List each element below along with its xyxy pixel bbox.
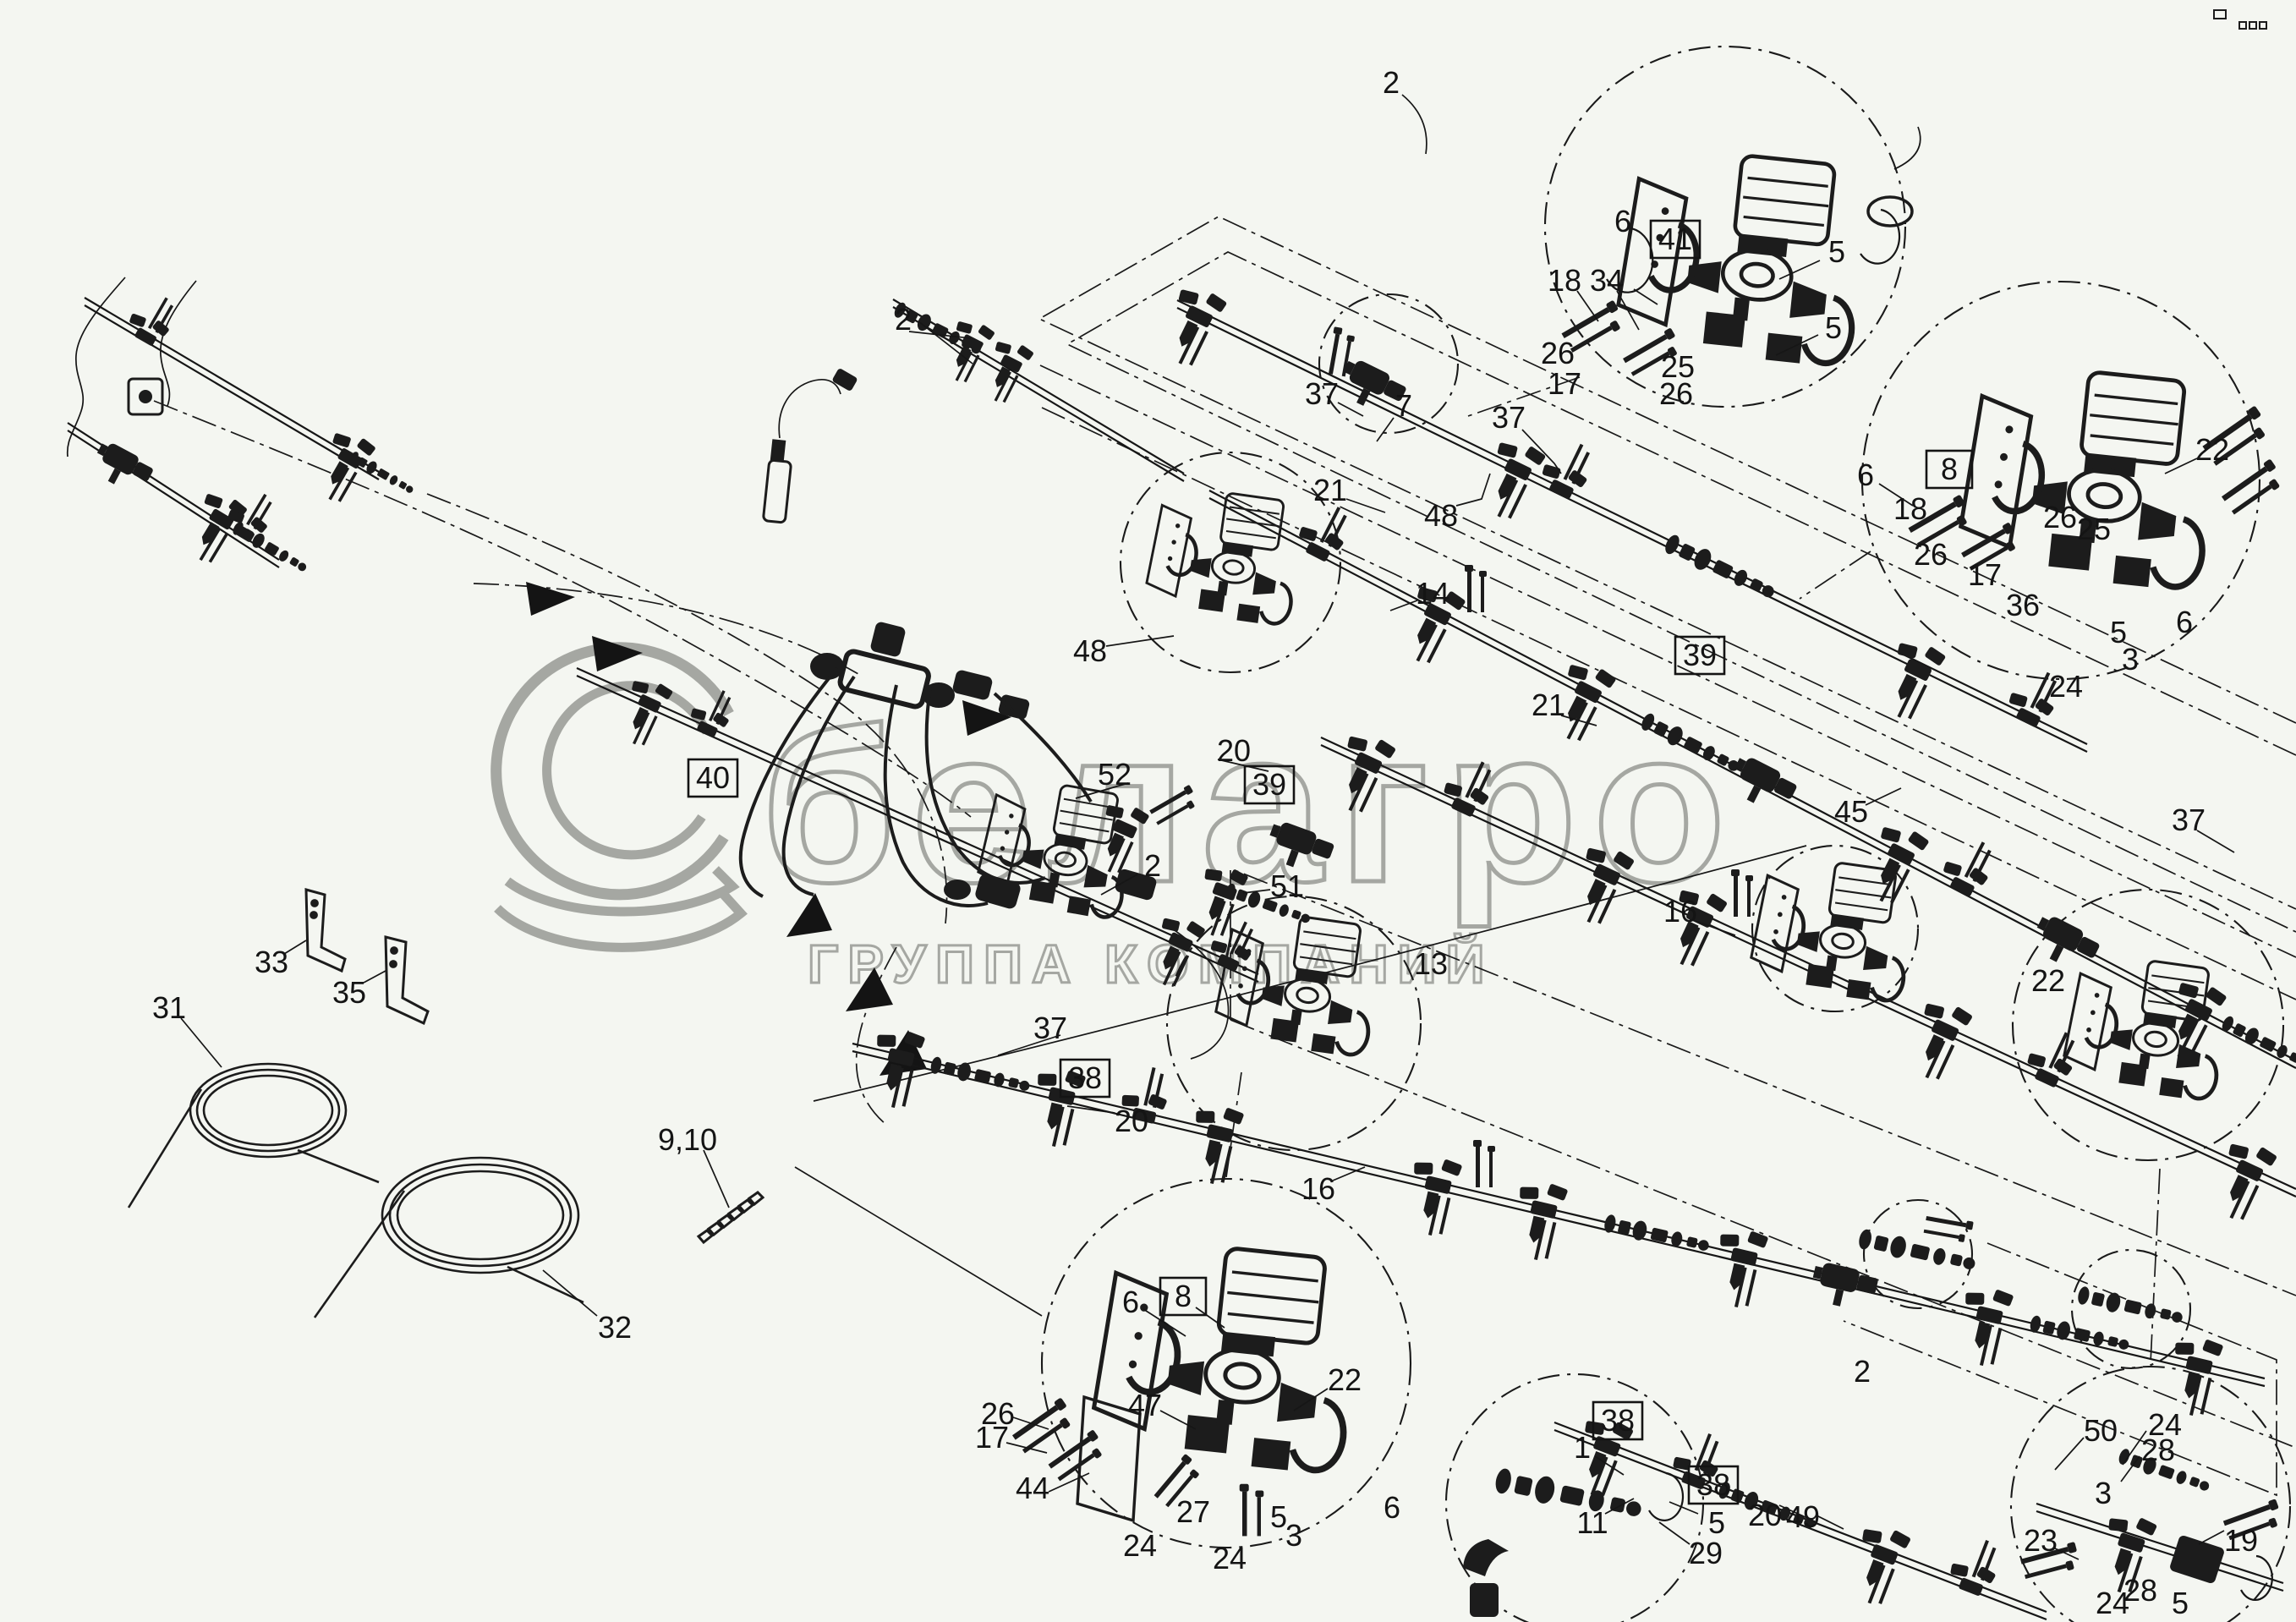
svg-text:34: 34 <box>1590 263 1624 298</box>
svg-text:5: 5 <box>2110 615 2127 649</box>
svg-text:8: 8 <box>1175 1279 1192 1313</box>
svg-text:24: 24 <box>2049 669 2083 704</box>
svg-text:44: 44 <box>1016 1471 1049 1505</box>
svg-text:26: 26 <box>1659 376 1693 411</box>
svg-text:25: 25 <box>2077 512 2111 546</box>
svg-text:20: 20 <box>1217 733 1251 768</box>
svg-text:7: 7 <box>1395 388 1412 423</box>
svg-text:21: 21 <box>1532 688 1565 722</box>
svg-text:51: 51 <box>1270 869 1304 903</box>
svg-text:45: 45 <box>1834 794 1868 829</box>
svg-text:20: 20 <box>1748 1498 1782 1532</box>
svg-text:26: 26 <box>1541 336 1575 370</box>
svg-text:22: 22 <box>1328 1362 1362 1397</box>
svg-text:52: 52 <box>1098 757 1132 792</box>
svg-text:49: 49 <box>1786 1499 1820 1534</box>
svg-text:37: 37 <box>2172 803 2206 837</box>
svg-text:6: 6 <box>1384 1490 1400 1525</box>
svg-text:5: 5 <box>1825 310 1842 345</box>
svg-text:9,10: 9,10 <box>658 1122 717 1157</box>
svg-text:17: 17 <box>1968 557 2002 592</box>
svg-text:5: 5 <box>1828 234 1845 269</box>
svg-text:5: 5 <box>2172 1586 2189 1620</box>
svg-text:36: 36 <box>2006 588 2040 622</box>
svg-text:24: 24 <box>1213 1541 1247 1575</box>
svg-text:1: 1 <box>1574 1430 1591 1465</box>
svg-text:22: 22 <box>2195 432 2229 467</box>
svg-text:37: 37 <box>1492 400 1526 435</box>
svg-text:38: 38 <box>1696 1467 1730 1502</box>
svg-text:18: 18 <box>1893 491 1927 526</box>
svg-text:24: 24 <box>1123 1528 1157 1563</box>
svg-text:5: 5 <box>1270 1499 1287 1534</box>
svg-text:37: 37 <box>1305 376 1339 411</box>
svg-text:26: 26 <box>2043 500 2077 534</box>
svg-text:6: 6 <box>1857 458 1874 492</box>
svg-text:20: 20 <box>1115 1104 1148 1138</box>
svg-text:38: 38 <box>1068 1060 1102 1095</box>
svg-text:19: 19 <box>2224 1523 2258 1558</box>
svg-text:25: 25 <box>1661 349 1695 384</box>
svg-text:6: 6 <box>2176 605 2193 639</box>
svg-text:37: 37 <box>1033 1011 1067 1045</box>
svg-text:27: 27 <box>1176 1494 1210 1529</box>
svg-text:32: 32 <box>598 1310 632 1345</box>
svg-text:14: 14 <box>1416 576 1449 611</box>
svg-text:2: 2 <box>895 302 912 337</box>
svg-text:11: 11 <box>1576 1505 1608 1540</box>
svg-text:2: 2 <box>1144 848 1161 883</box>
svg-text:6: 6 <box>1122 1285 1139 1319</box>
svg-text:21: 21 <box>1313 473 1347 507</box>
svg-text:31: 31 <box>152 990 186 1025</box>
svg-text:41: 41 <box>1658 222 1692 256</box>
svg-text:5: 5 <box>1708 1505 1725 1540</box>
svg-text:47: 47 <box>1128 1388 1162 1422</box>
svg-text:16: 16 <box>1301 1171 1335 1206</box>
svg-text:24: 24 <box>2096 1586 2129 1620</box>
svg-text:38: 38 <box>1601 1403 1635 1438</box>
svg-text:ГРУППА КОМПАНИЙ: ГРУППА КОМПАНИЙ <box>808 933 1494 995</box>
svg-text:13: 13 <box>1414 946 1448 981</box>
svg-text:50: 50 <box>2084 1413 2118 1448</box>
svg-text:6: 6 <box>1614 204 1631 238</box>
svg-text:33: 33 <box>255 945 288 979</box>
svg-text:18: 18 <box>1548 263 1581 298</box>
svg-text:3: 3 <box>1285 1518 1302 1553</box>
svg-text:17: 17 <box>1548 366 1581 401</box>
svg-text:22: 22 <box>2031 963 2065 998</box>
svg-text:39: 39 <box>1252 767 1286 802</box>
svg-text:2: 2 <box>1854 1354 1871 1389</box>
svg-text:23: 23 <box>2024 1523 2058 1558</box>
svg-text:48: 48 <box>1424 498 1458 533</box>
svg-text:8: 8 <box>1941 452 1958 486</box>
svg-text:48: 48 <box>1073 633 1107 668</box>
svg-text:17: 17 <box>975 1420 1009 1455</box>
svg-text:29: 29 <box>1689 1536 1723 1570</box>
svg-text:3: 3 <box>2122 642 2139 677</box>
svg-text:28: 28 <box>2141 1433 2175 1467</box>
svg-text:40: 40 <box>696 760 730 795</box>
svg-text:белагро: белагро <box>761 683 1741 929</box>
svg-text:2: 2 <box>1383 65 1400 100</box>
svg-text:28: 28 <box>2123 1573 2157 1608</box>
svg-text:3: 3 <box>2095 1476 2112 1510</box>
svg-text:26: 26 <box>981 1396 1015 1431</box>
svg-text:24: 24 <box>2148 1407 2182 1442</box>
svg-text:26: 26 <box>1914 537 1948 572</box>
svg-text:16: 16 <box>1663 894 1697 929</box>
svg-text:35: 35 <box>332 975 366 1010</box>
svg-text:39: 39 <box>1683 638 1717 672</box>
